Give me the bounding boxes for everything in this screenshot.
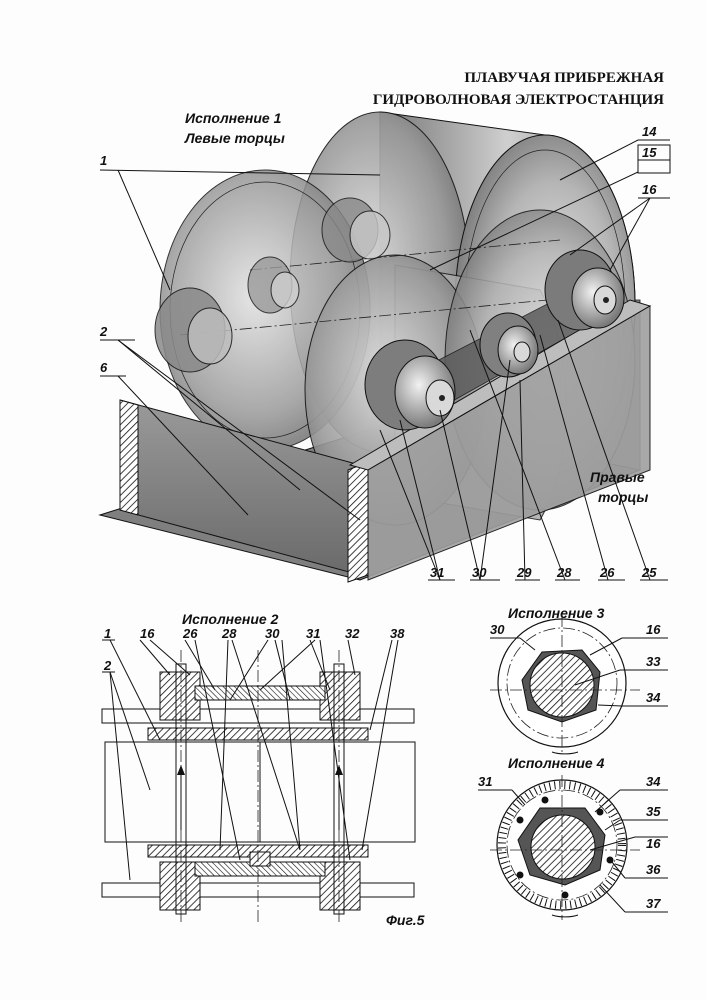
label-v3-16: 16 <box>646 622 661 637</box>
caption-variant1-line1: Исполнение 1 <box>185 110 282 126</box>
label-v3-33: 33 <box>646 654 661 669</box>
label-v4-34: 34 <box>646 774 661 789</box>
label-v3-30: 30 <box>490 622 505 637</box>
label-v2-1: 1 <box>104 626 111 641</box>
label-top-1: 1 <box>100 153 107 168</box>
label-top-26: 26 <box>599 565 615 580</box>
label-top-6: 6 <box>100 360 108 375</box>
label-top-29: 29 <box>516 565 532 580</box>
label-top-31: 31 <box>430 565 444 580</box>
label-v4-37: 37 <box>646 896 661 911</box>
label-v4-16: 16 <box>646 836 661 851</box>
label-top-30: 30 <box>472 565 487 580</box>
caption-variant1-line2: Левые торцы <box>184 130 285 146</box>
caption-variant4: Исполнение 4 <box>508 755 605 771</box>
label-v2-26: 26 <box>182 626 198 641</box>
label-v2-16: 16 <box>140 626 155 641</box>
label-v2-30: 30 <box>265 626 280 641</box>
label-v3-34: 34 <box>646 690 661 705</box>
variant3-detail: Исполнение 3 30 16 33 34 <box>490 605 668 755</box>
wall-section-left <box>120 400 138 515</box>
isometric-view: Исполнение 1 Левые торцы Правые торцы <box>99 110 670 582</box>
label-top-25: 25 <box>641 565 657 580</box>
label-v2-31: 31 <box>306 626 320 641</box>
label-top-15: 15 <box>642 145 657 160</box>
caption-right-ends-line1: Правые <box>590 469 645 485</box>
title-line-1: ПЛАВУЧАЯ ПРИБРЕЖНАЯ <box>464 70 664 86</box>
label-top-28: 28 <box>556 565 572 580</box>
title-line-2: ГИДРОВОЛНОВАЯ ЭЛЕКТРОСТАНЦИЯ <box>373 92 664 108</box>
label-v2-38: 38 <box>390 626 405 641</box>
label-v2-32: 32 <box>345 626 360 641</box>
figure-caption: Фиг.5 <box>386 912 425 928</box>
label-v2-2: 2 <box>103 658 112 673</box>
label-top-2: 2 <box>99 324 108 339</box>
caption-variant3: Исполнение 3 <box>508 605 605 621</box>
variant4-detail: Исполнение 4 31 34 35 16 36 37 <box>478 755 668 920</box>
caption-variant2: Исполнение 2 <box>182 611 279 627</box>
caption-right-ends-line2: торцы <box>598 489 648 505</box>
label-top-16: 16 <box>642 182 657 197</box>
variant2-section: Исполнение 2 <box>102 611 425 928</box>
label-v4-31: 31 <box>478 774 492 789</box>
wall-section-center <box>348 462 368 582</box>
label-v4-36: 36 <box>646 862 661 877</box>
label-v2-28: 28 <box>221 626 237 641</box>
label-top-14: 14 <box>642 124 657 139</box>
label-v4-35: 35 <box>646 804 661 819</box>
